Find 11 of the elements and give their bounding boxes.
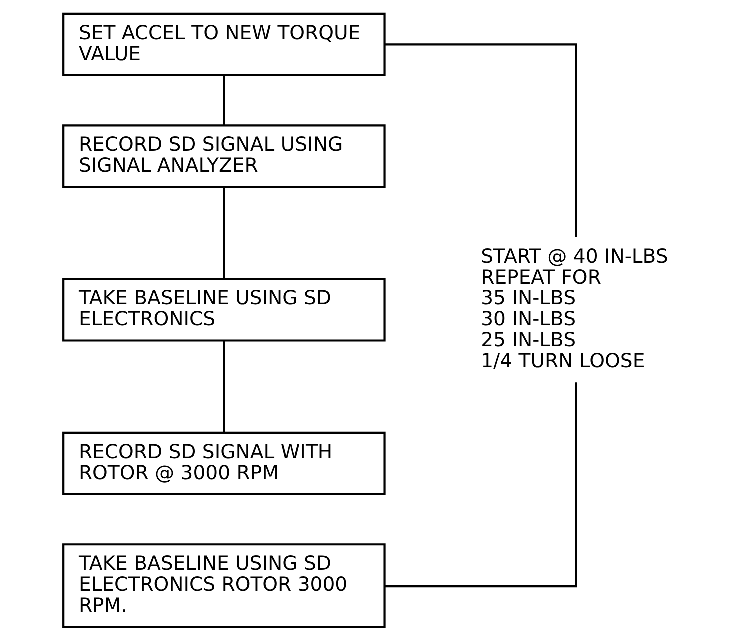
node-box: TAKE BASELINE USING SD ELECTRONICS ROTOR 3000 RPM. [62,544,386,628]
connector [384,44,577,238]
connector [222,188,225,279]
connector [222,341,225,433]
node-box: RECORD SD SIGNAL USING SIGNAL ANALYZER [62,124,386,188]
node-box: SET ACCEL TO NEW TORQUE VALUE [62,12,386,76]
connector [222,76,225,126]
connector [384,382,577,588]
node-box: RECORD SD SIGNAL WITH ROTOR @ 3000 RPM [62,432,386,496]
node-text: START @ 40 IN-LBS REPEAT FOR 35 IN-LBS 30 IN-LBS 25 IN-LBS 1/4 TURN LOOSE [480,244,668,373]
node-box: TAKE BASELINE USING SD ELECTRONICS [62,278,386,342]
